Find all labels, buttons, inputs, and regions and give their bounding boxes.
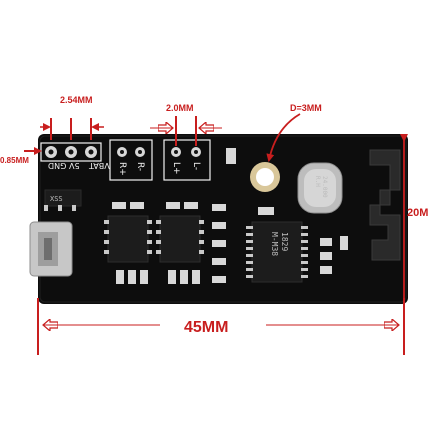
left-plus-label: L+ — [171, 162, 181, 175]
left-speaker-header: L+ L- — [163, 139, 211, 181]
right-minus-label: R- — [135, 162, 145, 171]
amplifier-chip-1 — [104, 215, 152, 263]
gnd-label: GND — [48, 161, 66, 170]
passive-components — [112, 148, 348, 284]
pcb-board: GND 5V VBAT R+ R- L+ L- — [29, 134, 408, 304]
right-speaker-header: R+ R- — [109, 139, 153, 181]
board-length-label: 45MM — [184, 319, 228, 336]
amplifier-chip-2 — [156, 215, 204, 263]
right-plus-label: R+ — [117, 162, 127, 176]
micro-usb-port — [29, 221, 73, 277]
chip-line-1: M-M38 — [270, 232, 279, 256]
crystal-line-1: R.H — [314, 176, 321, 187]
chip-line-2: 1829 — [280, 232, 289, 251]
board-width-label: 20M — [407, 207, 428, 219]
bluetooth-chip: M-M38 1829 — [246, 221, 308, 283]
pin-pitch-label: 2.54MM — [60, 95, 93, 105]
mounting-hole — [250, 162, 280, 192]
left-minus-label: L- — [191, 162, 201, 170]
small-regulator-chip: XSS — [44, 189, 82, 211]
speaker-pitch-label: 2.0MM — [166, 103, 194, 113]
crystal-oscillator: R.H 24.000 — [297, 162, 343, 214]
small-chip-label: XSS — [50, 195, 63, 203]
5v-label: 5V — [68, 161, 79, 170]
power-header: GND 5V VBAT — [40, 142, 110, 170]
pcb-antenna — [369, 149, 401, 261]
vbat-label: VBAT — [89, 161, 110, 170]
annotations: 0.85MM 2.54MM 2.0MM D=3MM 20M 45MM — [0, 95, 428, 355]
hole-diameter-label: D=3MM — [290, 103, 322, 113]
pad-size-label: 0.85MM — [0, 156, 29, 165]
crystal-line-2: 24.000 — [321, 176, 328, 198]
